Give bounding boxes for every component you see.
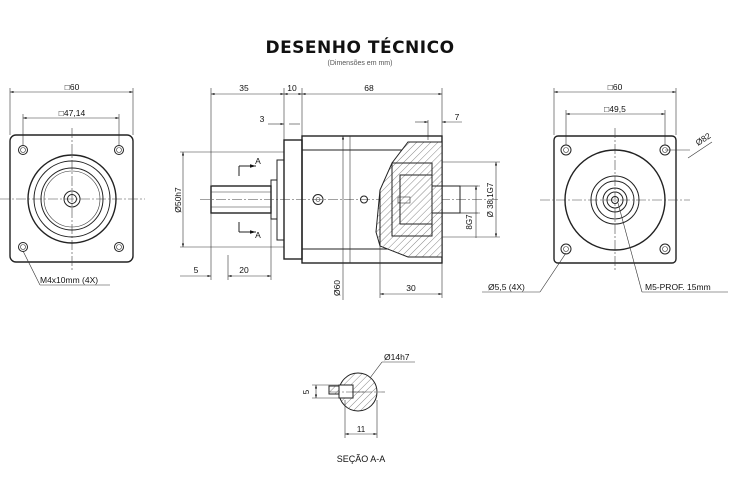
dim-5: 5 bbox=[194, 265, 199, 275]
left-bolt-hole bbox=[18, 145, 124, 252]
dim-3: 3 bbox=[260, 114, 265, 124]
dim-bore-dia: Ø 38,1G7 bbox=[486, 182, 495, 217]
section-key-depth: 11 bbox=[357, 425, 366, 434]
dim-20: 20 bbox=[239, 265, 249, 275]
right-bolt-circle: Ø82 bbox=[694, 130, 713, 147]
right-hole-note: Ø5,5 (4X) bbox=[488, 282, 525, 292]
section-a-a: Ø14h7 5 11 SEÇÃO A-A bbox=[302, 352, 415, 464]
left-pitch-dim: □47,14 bbox=[59, 108, 86, 118]
section-caption: SEÇÃO A-A bbox=[337, 454, 386, 464]
dim-shaft-dia: Ø50h7 bbox=[173, 187, 183, 213]
dim-body-dia: Ø60 bbox=[332, 280, 342, 296]
dim-30: 30 bbox=[406, 283, 416, 293]
dim-7: 7 bbox=[455, 112, 460, 122]
right-pitch-dim: □49,5 bbox=[604, 104, 626, 114]
right-thread-note: M5-PROF. 15mm bbox=[645, 282, 711, 292]
right-square-dim: □60 bbox=[608, 82, 623, 92]
section-shaft-dia: Ø14h7 bbox=[384, 352, 410, 362]
dim-35: 35 bbox=[239, 83, 249, 93]
drawing-title: DESENHO TÉCNICO bbox=[265, 36, 454, 58]
dim-10: 10 bbox=[287, 83, 297, 93]
side-section-view: 35 10 68 3 7 Ø50h7 A A bbox=[173, 83, 500, 300]
section-mark-top: A bbox=[255, 156, 261, 166]
drawing-subtitle: (Dimensões em mm) bbox=[328, 60, 393, 67]
right-front-view: □60 □49,5 Ø82 Ø5,5 (4X) M5-PROF. 15mm bbox=[482, 82, 728, 293]
left-thread-note: M4x10mm (4X) bbox=[40, 275, 98, 285]
dim-bore-g7: 8G7 bbox=[465, 214, 474, 230]
right-bolt-hole bbox=[560, 144, 671, 255]
left-front-view: □60 □47,14 M4x10mm (4X) bbox=[0, 82, 145, 286]
left-square-dim: □60 bbox=[65, 82, 80, 92]
section-mark-bottom: A bbox=[255, 230, 261, 240]
dim-68: 68 bbox=[364, 83, 374, 93]
section-key-height: 5 bbox=[302, 389, 311, 394]
